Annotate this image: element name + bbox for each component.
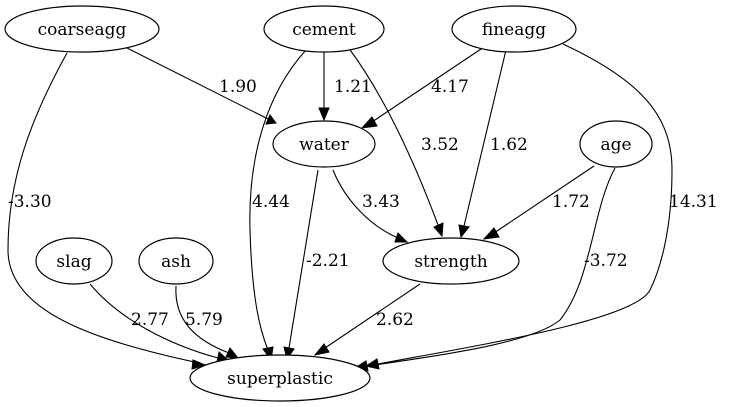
edge-weight-label: -2.21 [306, 251, 350, 271]
node-water: water [272, 120, 376, 168]
node-age: age [579, 120, 653, 168]
edge-weight-label: 1.72 [552, 192, 590, 212]
node-label: strength [414, 252, 487, 272]
edge-cement-water: 1.21 [318, 50, 372, 122]
edge-fineagg-superplastic: 14.31 [364, 43, 718, 370]
edge-weight-label: 1.62 [490, 135, 528, 155]
node-fineagg: fineagg [451, 5, 577, 53]
node-label: fineagg [482, 20, 546, 40]
node-label: cement [292, 20, 356, 40]
edge-fineagg-water: 4.17 [360, 46, 485, 129]
edge-age-strength: 1.72 [482, 165, 595, 240]
edge-weight-label: 3.52 [421, 135, 459, 155]
node-label: superplastic [227, 369, 333, 389]
edge-weight-label: -3.72 [584, 251, 628, 271]
node-label: water [299, 135, 350, 155]
edge-water-strength: 3.43 [332, 169, 409, 243]
edge-weight-label: 5.79 [185, 310, 223, 330]
edge-weight-label: 4.17 [431, 77, 469, 97]
edge-weight-label: 14.31 [669, 192, 718, 212]
node-label: ash [161, 252, 191, 272]
edge-water-superplastic: -2.21 [283, 169, 350, 361]
node-ash: ash [138, 237, 214, 285]
edge-coarseagg-water: 1.90 [126, 47, 277, 125]
node-label: slag [56, 252, 91, 272]
node-strength: strength [382, 237, 520, 285]
edge-weight-label: -3.30 [8, 192, 52, 212]
edge-weight-label: 2.62 [376, 310, 414, 330]
edge-weight-label: 4.44 [252, 192, 290, 212]
edge-ash-superplastic: 5.79 [175, 285, 240, 359]
node-slag: slag [35, 237, 113, 285]
edge-fineagg-strength: 1.62 [458, 49, 528, 239]
edge-cement-superplastic: 4.44 [249, 49, 307, 362]
edge-weight-label: 3.43 [362, 192, 400, 212]
node-superplastic: superplastic [189, 354, 371, 402]
node-label: age [600, 135, 631, 155]
edge-cement-strength: 3.52 [347, 46, 459, 238]
edge-weight-label: 1.21 [334, 77, 372, 97]
node-label: coarseagg [38, 20, 127, 40]
node-cement: cement [263, 5, 385, 53]
node-coarseagg: coarseagg [4, 5, 160, 53]
edge-weight-label: 1.90 [219, 77, 257, 97]
edge-weight-label: 2.77 [131, 310, 169, 330]
edge-coarseagg-superplastic: -3.30 [7, 52, 207, 370]
edge-strength-superplastic: 2.62 [313, 283, 421, 356]
